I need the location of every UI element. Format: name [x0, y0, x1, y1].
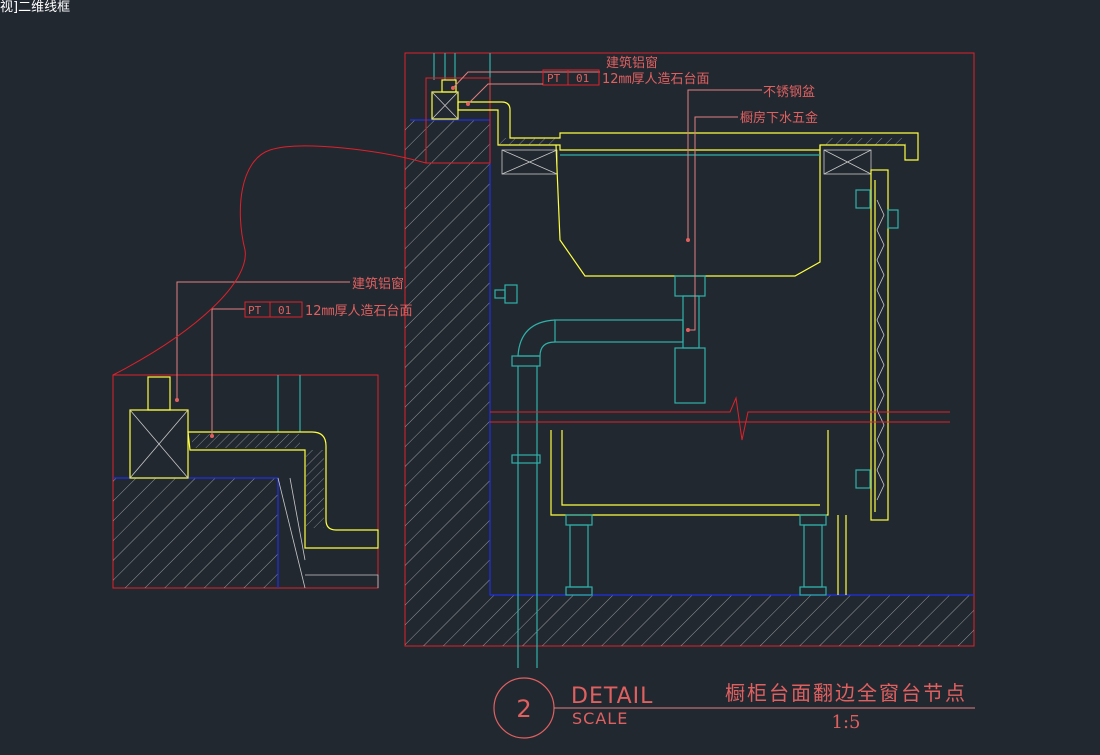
detail-number: 2: [516, 695, 531, 723]
pt-number: 01: [576, 72, 589, 85]
break-line: [490, 396, 950, 441]
detail-inset[interactable]: [112, 281, 379, 589]
drain-trap: [494, 275, 706, 668]
inset-label-countertop: 12㎜厚人造石台面: [305, 304, 413, 319]
aluminum-window: [425, 53, 491, 164]
detail-heading: DETAIL: [571, 684, 653, 709]
detail-title: 橱柜台面翻边全窗台节点: [725, 681, 967, 705]
cabinet: [550, 169, 899, 596]
inset-label-aluminum-window: 建筑铝窗: [352, 276, 404, 292]
countertop: [457, 101, 919, 161]
label-kitchen-hardware: 橱房下水五金: [740, 110, 818, 126]
floor-slab: [490, 595, 974, 646]
label-aluminum-window: 建筑铝窗: [606, 55, 658, 71]
support-block-right: [823, 149, 872, 175]
title-block: [493, 677, 975, 739]
detail-scale: 1:5: [832, 712, 861, 733]
inset-pt-number: 01: [278, 304, 291, 317]
concrete-wall: [405, 120, 490, 646]
main-leaders: [451, 69, 762, 332]
scale-label: SCALE: [572, 709, 628, 728]
label-countertop: 12㎜厚人造石台面: [602, 72, 710, 87]
detail-callout-curve: [112, 145, 427, 376]
inset-pt-code: PT: [248, 304, 262, 317]
label-stainless-sink: 不锈钢盆: [763, 85, 815, 100]
viewport-label[interactable]: 视]二维线框: [0, 0, 71, 15]
pt-code: PT: [547, 72, 561, 85]
finish-line: [410, 119, 974, 596]
main-section[interactable]: [404, 52, 975, 668]
